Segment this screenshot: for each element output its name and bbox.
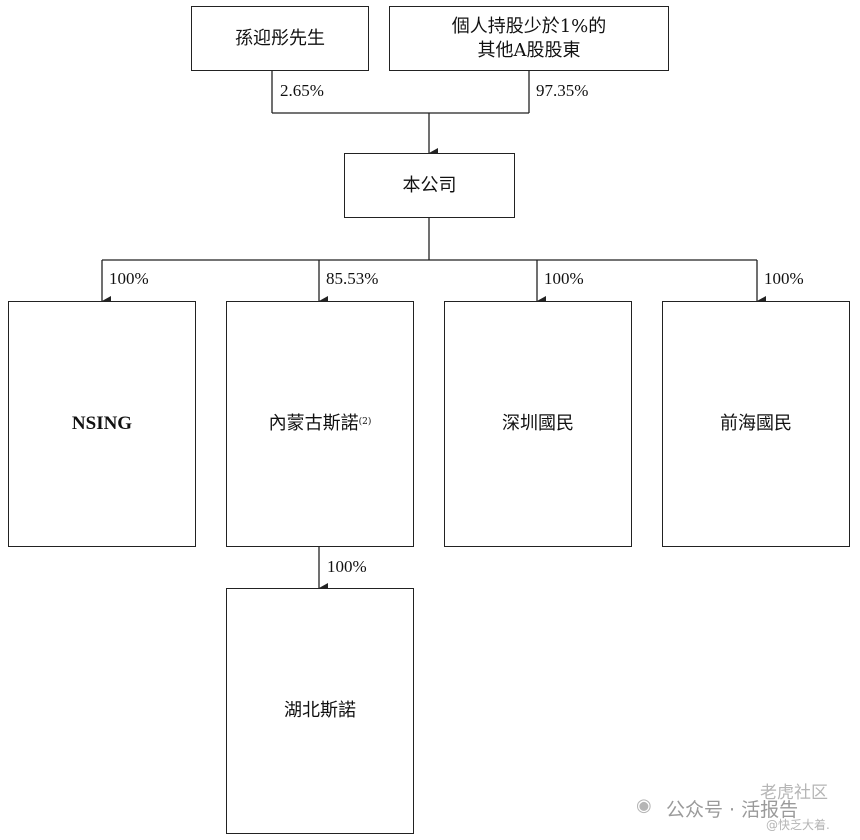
watermark-line-2: 公众号 · 活报告 xyxy=(666,799,799,821)
shareholder-sun-box: 孫迎彤先生 xyxy=(191,6,369,71)
shareholder-other-a-label: 個人持股少於1%的 其他A股股東 xyxy=(451,15,607,61)
pct-nsing: 100% xyxy=(109,269,149,288)
subsidiary-shenzhen-box: 深圳國民 xyxy=(444,301,632,547)
subsidiary-hubei-box: 湖北斯諾 xyxy=(226,588,414,834)
pct-qianhai: 100% xyxy=(764,269,804,288)
subsidiary-shenzhen-label: 深圳國民 xyxy=(502,413,574,434)
pct-shenzhen: 100% xyxy=(544,269,584,288)
subsidiary-nsing-label: NSING xyxy=(71,413,133,434)
subsidiary-qianhai-box: 前海國民 xyxy=(662,301,850,547)
subsidiary-qianhai-label: 前海國民 xyxy=(720,413,792,434)
pct-hubei: 100% xyxy=(327,557,367,576)
subsidiary-neimenggu-name: 內蒙古斯諾 xyxy=(268,413,359,434)
watermark-line-1: 老虎社区 xyxy=(760,783,828,803)
pct-neimenggu: 85.53% xyxy=(326,269,379,288)
company-box: 本公司 xyxy=(344,153,515,218)
shareholder-other-a-box: 個人持股少於1%的 其他A股股東 xyxy=(389,6,669,71)
watermark-line-3: @快乏大着. xyxy=(766,818,830,832)
subsidiary-hubei-label: 湖北斯諾 xyxy=(284,700,356,721)
footnote-marker: (2) xyxy=(358,417,372,427)
pct-shareholder-sun: 2.65% xyxy=(280,81,324,100)
shareholder-sun-label: 孫迎彤先生 xyxy=(235,27,325,49)
subsidiary-nsing-box: NSING xyxy=(8,301,196,547)
company-label: 本公司 xyxy=(402,174,457,196)
subsidiary-neimenggu-label: 內蒙古斯諾(2) xyxy=(269,412,372,436)
pct-shareholder-other: 97.35% xyxy=(536,81,589,100)
watermark-wechat-icon: ◉ xyxy=(636,795,652,816)
subsidiary-neimenggu-box: 內蒙古斯諾(2) xyxy=(226,301,414,547)
